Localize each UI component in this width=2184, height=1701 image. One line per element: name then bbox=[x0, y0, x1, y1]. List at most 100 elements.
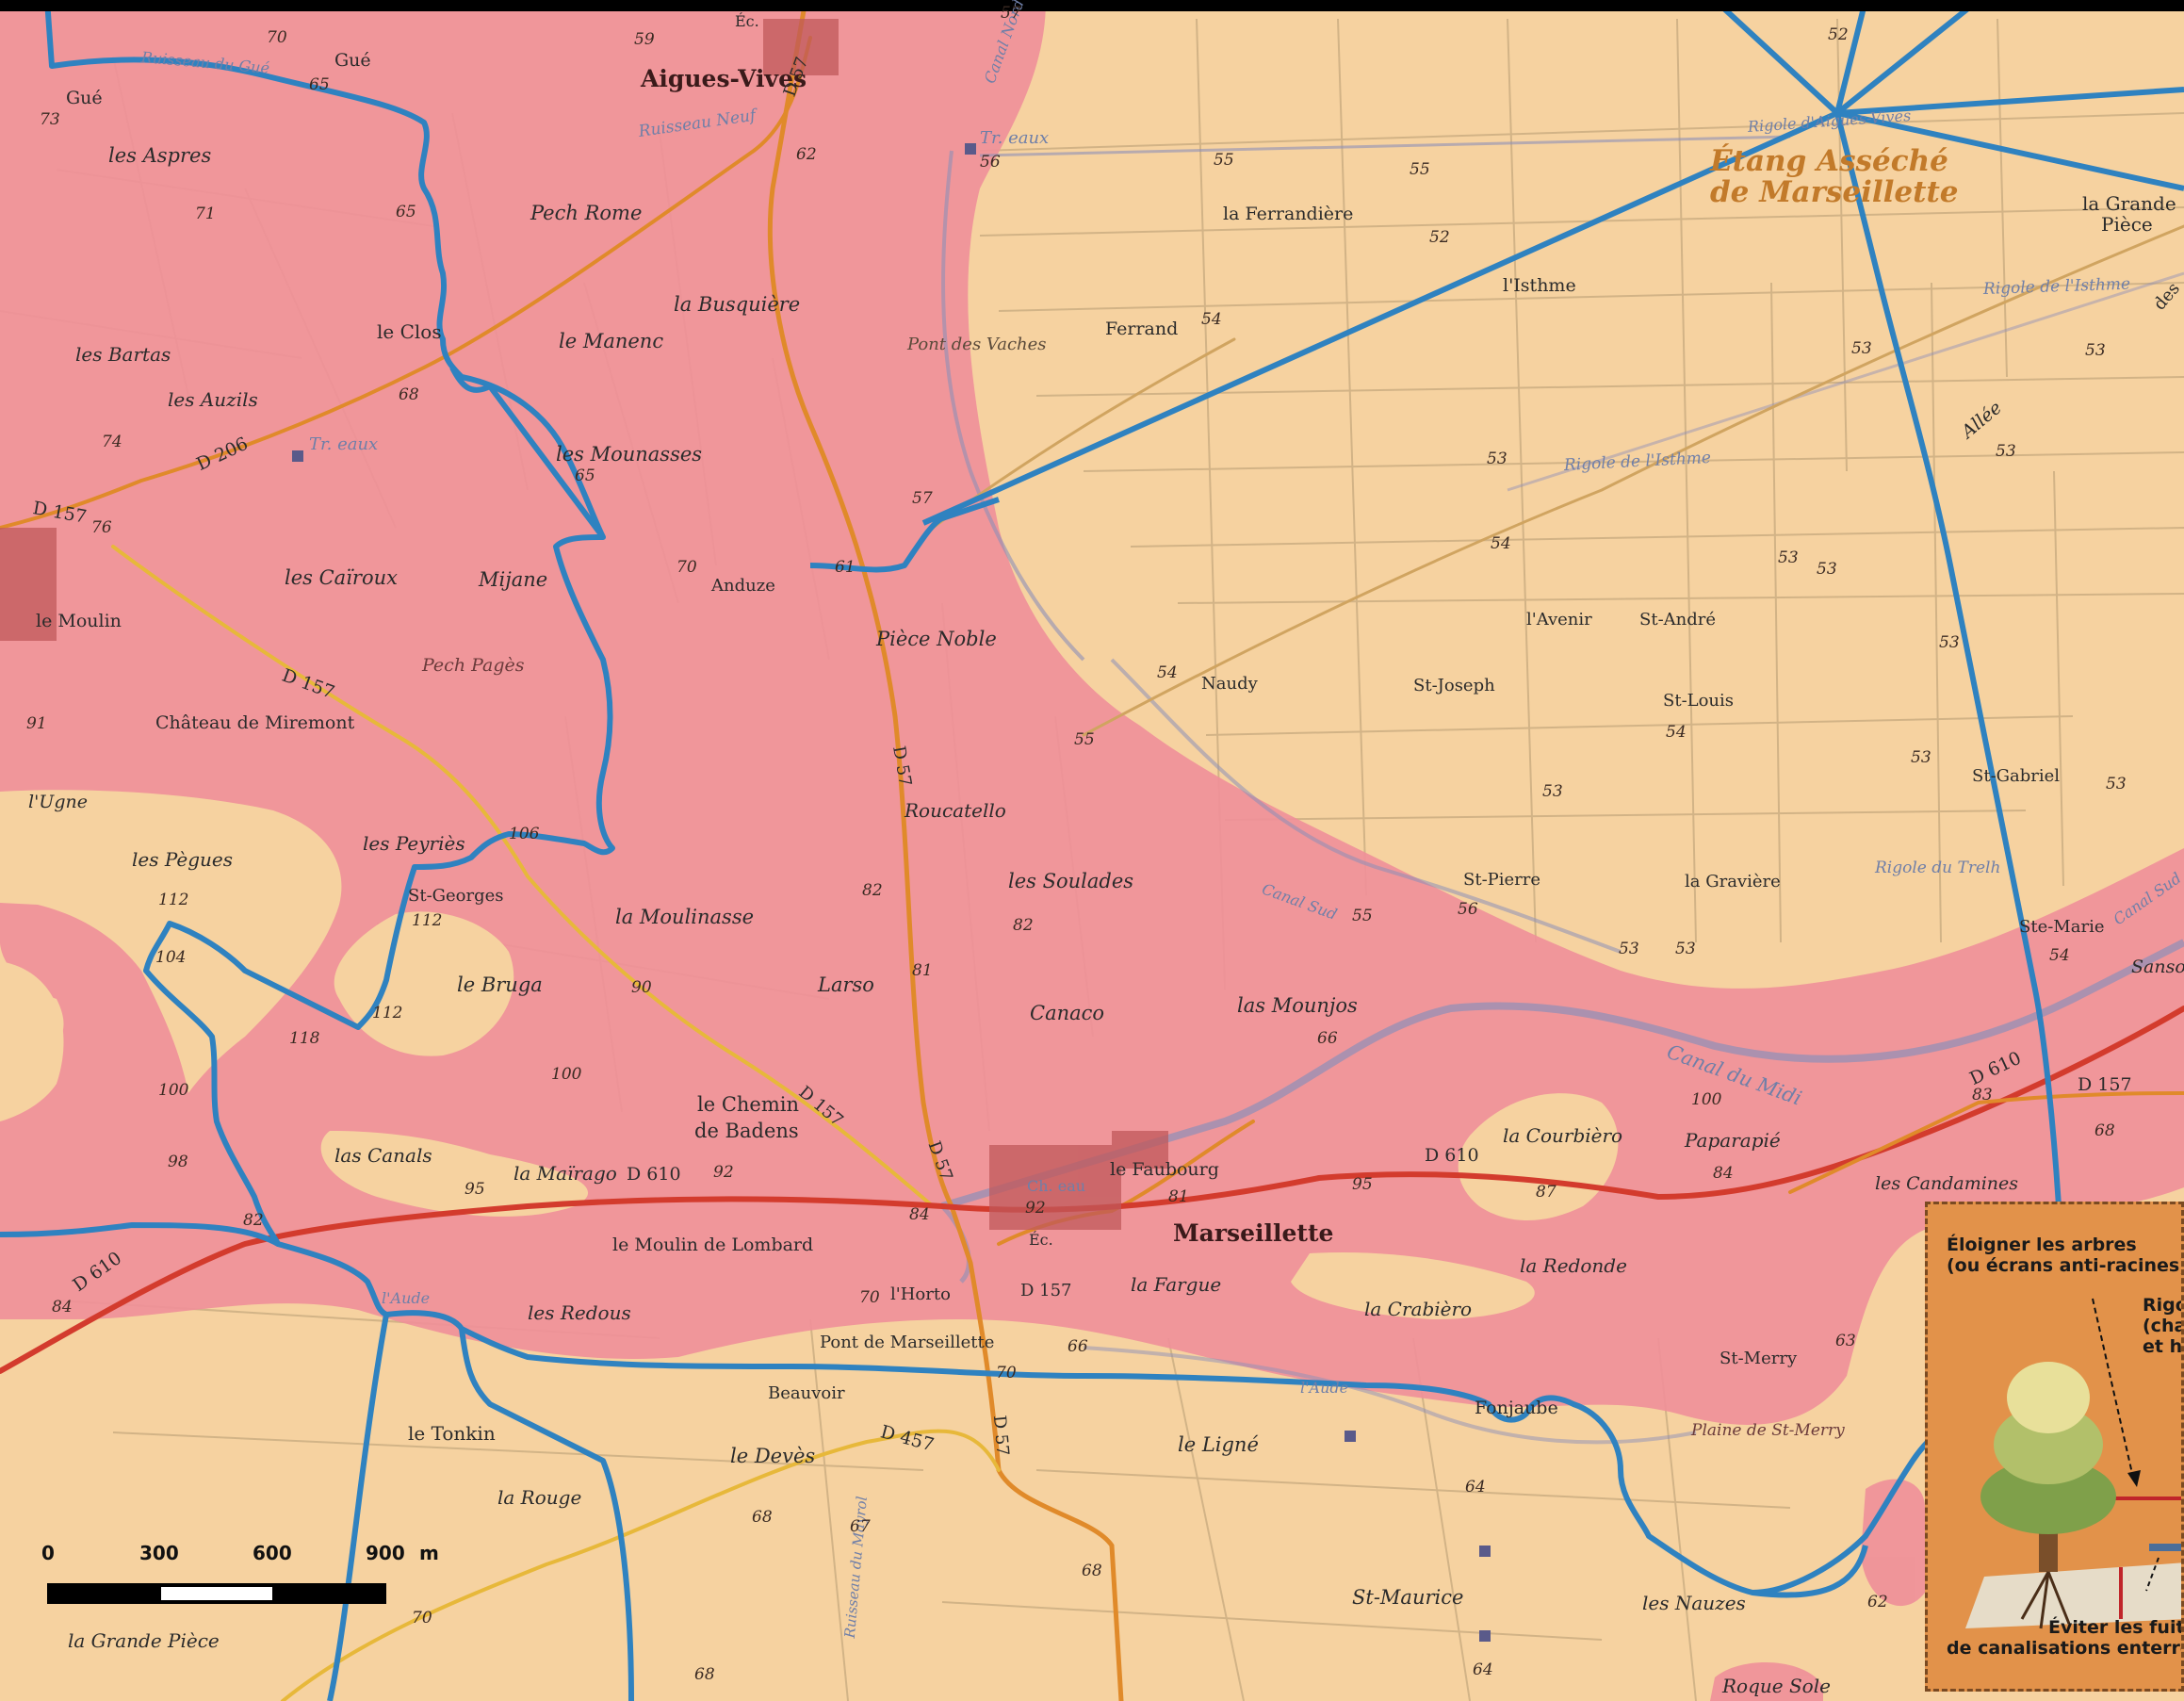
scale-bar: 0 300 600 900 m bbox=[41, 1542, 439, 1608]
place-label: les Redous bbox=[528, 1301, 631, 1324]
road-d157-south bbox=[111, 545, 935, 1208]
elevation-label: 63 bbox=[1835, 1332, 1856, 1350]
place-label: la Ferrandière bbox=[1223, 204, 1354, 224]
road-d457 bbox=[281, 1429, 1001, 1701]
place-label: Éc. bbox=[735, 12, 759, 30]
scale-tick-300: 300 bbox=[139, 1542, 179, 1564]
elevation-label: 70 bbox=[267, 28, 287, 47]
elevation-label: 56 bbox=[980, 153, 1001, 172]
waterways bbox=[940, 135, 2184, 1445]
elevation-label: 54 bbox=[1157, 663, 1178, 682]
elevation-label: 53 bbox=[1487, 450, 1508, 468]
facility-label: Tr. eaux bbox=[309, 434, 379, 454]
place-label: les Caïroux bbox=[285, 566, 398, 589]
scale-tick-900: 900 bbox=[366, 1542, 405, 1564]
elevation-label: 64 bbox=[1473, 1660, 1493, 1679]
road-d57 bbox=[767, 0, 1124, 1701]
tree-icon bbox=[1980, 1459, 2116, 1534]
place-label: St-Georges bbox=[408, 886, 504, 906]
elevation-label: 87 bbox=[1536, 1183, 1557, 1202]
place-label: la Fargue bbox=[1131, 1273, 1222, 1296]
place-label: St-Gabriel bbox=[1972, 766, 2061, 786]
place-label: St-Maurice bbox=[1352, 1586, 1464, 1609]
elevation-label: 52 bbox=[1429, 228, 1450, 247]
elevation-label: 83 bbox=[1972, 1086, 1993, 1104]
place-label: la Grande Pièce bbox=[68, 1629, 220, 1652]
elevation-label: 53 bbox=[1911, 748, 1931, 767]
place-label: le Bruga bbox=[457, 973, 543, 996]
legend-illustration bbox=[1965, 1298, 2181, 1629]
elevation-label: 53 bbox=[2085, 341, 2106, 360]
road-allee bbox=[1082, 224, 2184, 737]
place-label: Plaine de St-Merry bbox=[1691, 1421, 1845, 1440]
place-label: les Candamines bbox=[1875, 1173, 2019, 1194]
place-label: Beauvoir bbox=[768, 1383, 845, 1403]
legend-right-1: Rigo bbox=[2143, 1295, 2184, 1316]
elevation-label: 54 bbox=[1201, 310, 1222, 329]
elevation-label: 66 bbox=[1068, 1337, 1088, 1356]
elevation-label: 62 bbox=[796, 145, 817, 164]
place-label: la Gravière bbox=[1685, 872, 1781, 891]
water-reservoirs bbox=[292, 143, 1491, 1642]
elevation-label: 53 bbox=[1778, 548, 1799, 567]
place-label: les Auzils bbox=[168, 388, 258, 411]
place-label: Pech Pagès bbox=[422, 655, 525, 676]
road-label: D 57 bbox=[988, 1414, 1013, 1457]
elevation-label: 95 bbox=[1352, 1175, 1373, 1194]
place-label: les Peyriès bbox=[363, 832, 465, 855]
elevation-label: 65 bbox=[309, 75, 330, 94]
elevation-label: 68 bbox=[694, 1665, 715, 1684]
place-label: Pech Rome bbox=[530, 202, 643, 224]
elevation-label: 61 bbox=[835, 558, 856, 577]
elevation-label: 82 bbox=[243, 1211, 264, 1230]
legend-title-2: (ou écrans anti-racines) bbox=[1947, 1255, 2184, 1276]
elevation-label: 92 bbox=[1025, 1199, 1046, 1218]
water-label: l'Aude bbox=[382, 1289, 431, 1307]
elevation-label: 55 bbox=[1352, 907, 1373, 925]
place-label: le Manenc bbox=[559, 330, 664, 352]
water-label: l'Aude bbox=[1300, 1379, 1349, 1397]
place-label: le Chemin bbox=[697, 1093, 799, 1116]
place-label: Canaco bbox=[1030, 1002, 1105, 1024]
place-label: la Busquière bbox=[674, 293, 801, 316]
elevation-label: 64 bbox=[1465, 1478, 1486, 1497]
elevation-label: 81 bbox=[1168, 1187, 1189, 1206]
town-label-aigues-vives: Aigues-Vives bbox=[641, 65, 807, 92]
elevation-label: 67 bbox=[850, 1517, 871, 1536]
elevation-label: 68 bbox=[2094, 1121, 2115, 1140]
elevation-label: 91 bbox=[26, 714, 47, 733]
elevation-label: 65 bbox=[575, 466, 595, 485]
elevation-label: 90 bbox=[631, 978, 652, 997]
elevation-label: 56 bbox=[1458, 900, 1478, 919]
place-label: de Badens bbox=[694, 1120, 799, 1142]
elevation-label: 112 bbox=[412, 911, 443, 930]
place-label: l'Avenir bbox=[1526, 610, 1592, 630]
place-label: las Mounjos bbox=[1237, 994, 1358, 1017]
elevation-label: 84 bbox=[52, 1298, 73, 1317]
place-label: le Tonkin bbox=[408, 1422, 496, 1445]
elevation-label: 112 bbox=[372, 1004, 403, 1022]
elevation-label: 55 bbox=[1074, 730, 1095, 749]
place-label: les Pègues bbox=[132, 848, 234, 871]
road-label: D 610 bbox=[627, 1164, 681, 1185]
place-label: la Courbièro bbox=[1503, 1124, 1623, 1147]
elevation-label: 100 bbox=[551, 1065, 582, 1084]
place-label: Sanso bbox=[2131, 957, 2184, 977]
place-label: St-André bbox=[1639, 610, 1717, 630]
place-label: Château de Miremont bbox=[155, 712, 355, 733]
elevation-label: 55 bbox=[1214, 151, 1234, 170]
place-label: la Grande bbox=[2082, 192, 2176, 215]
place-label: St-Joseph bbox=[1413, 676, 1495, 695]
elevation-label: 98 bbox=[168, 1153, 188, 1171]
elevation-label: 100 bbox=[158, 1081, 189, 1100]
elevation-label: 57 bbox=[912, 489, 933, 508]
road-d157 bbox=[0, 36, 812, 530]
elevation-label: 53 bbox=[1619, 940, 1639, 958]
road-label: D 610 bbox=[1425, 1145, 1479, 1166]
elevation-label: 70 bbox=[676, 558, 697, 577]
elevation-label: 100 bbox=[1691, 1090, 1722, 1109]
place-label: le Moulin de Lombard bbox=[612, 1235, 814, 1255]
